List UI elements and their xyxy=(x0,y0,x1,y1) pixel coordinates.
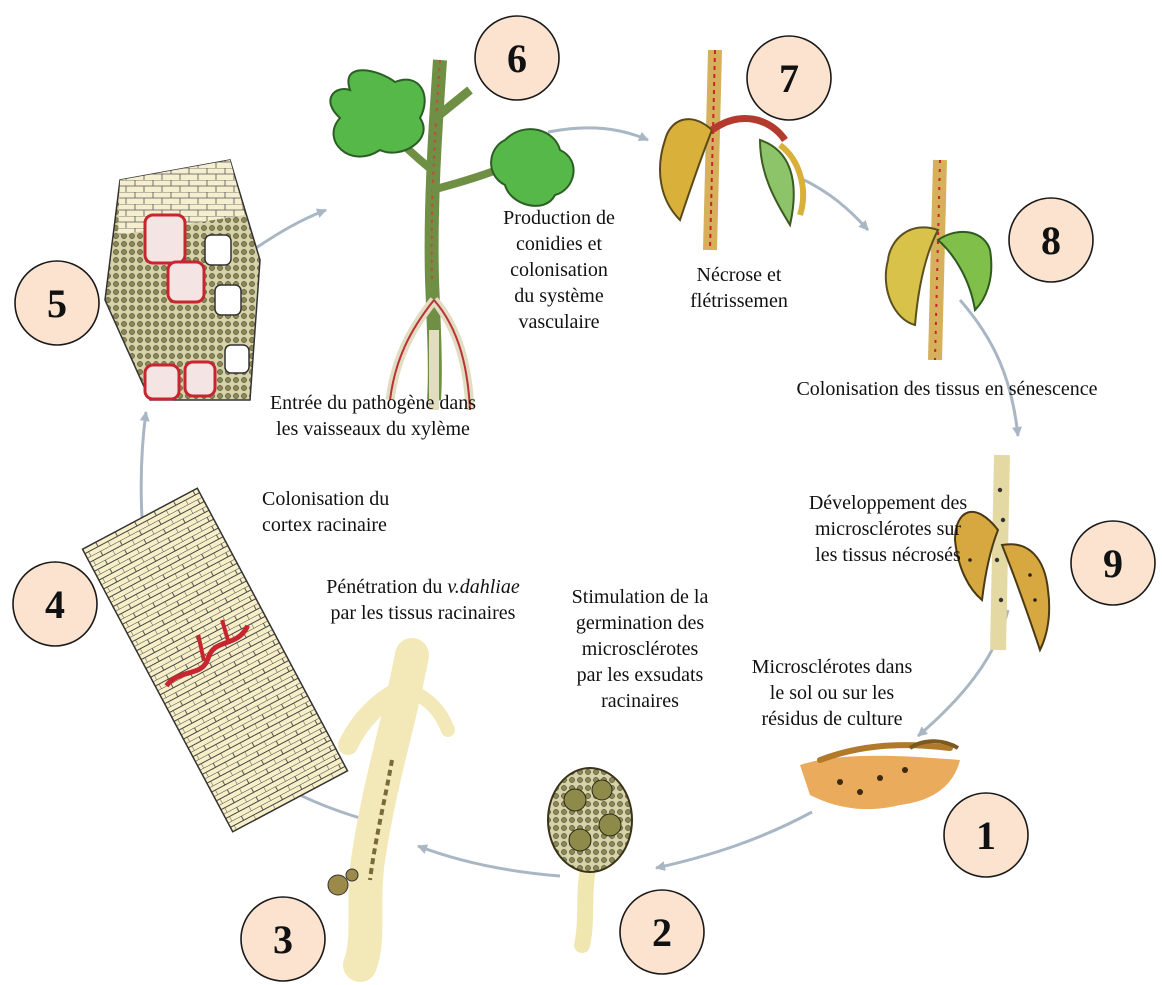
step-number-7: 7 xyxy=(747,36,831,120)
label-step-9: Développement des microsclérotes sur les… xyxy=(788,490,988,568)
stage-4-root-cortex xyxy=(82,488,347,832)
arrow-8-to-9 xyxy=(960,300,1018,436)
label-step-3-species: v.dahliae xyxy=(447,576,519,598)
label-step-6: Production de conidies et colonisation d… xyxy=(484,205,634,335)
step-number-2-text: 2 xyxy=(652,910,672,955)
step-number-4-text: 4 xyxy=(45,582,65,627)
stage-2-microsclerotium xyxy=(548,768,632,945)
step-number-8-text: 8 xyxy=(1041,218,1061,263)
step-number-1-text: 1 xyxy=(976,813,996,858)
step-number-3-text: 3 xyxy=(273,917,293,962)
step-number-4: 4 xyxy=(13,562,97,646)
step-number-3: 3 xyxy=(241,897,325,981)
step-number-9: 9 xyxy=(1071,521,1155,605)
label-step-7: Nécrose et flétrissemen xyxy=(664,262,814,314)
label-step-4: Colonisation du cortex racinaire xyxy=(262,486,452,538)
arrow-7-to-8 xyxy=(800,178,868,230)
label-step-8: Colonisation des tissus en sénescence xyxy=(742,376,1152,402)
stage-3-root-penetration xyxy=(328,655,448,965)
step-number-1: 1 xyxy=(944,793,1028,877)
stage-1-soil-residues xyxy=(800,741,960,809)
step-number-5: 5 xyxy=(15,261,99,345)
step-number-8: 8 xyxy=(1009,198,1093,282)
arrow-6-to-7 xyxy=(548,128,648,140)
label-step-3: Pénétration du v.dahliae par les tissus … xyxy=(288,574,558,626)
arrow-5-to-6 xyxy=(256,210,326,248)
step-number-5-text: 5 xyxy=(47,281,67,326)
label-step-3-part1: Pénétration du xyxy=(326,576,447,598)
step-number-6: 6 xyxy=(475,16,559,100)
label-step-1: Microsclérotes dans le sol ou sur les ré… xyxy=(722,654,942,732)
label-step-3-part2: par les tissus racinaires xyxy=(331,602,516,624)
stage-5-xylem-vessels xyxy=(105,160,260,400)
step-number-2: 2 xyxy=(620,890,704,974)
arrow-2-to-3 xyxy=(418,846,560,876)
label-step-2: Stimulation de la germination des micros… xyxy=(545,584,735,714)
label-step-5: Entrée du pathogène dans les vaisseaux d… xyxy=(238,390,508,442)
stage-8-senescent-plant xyxy=(886,160,992,360)
step-number-7-text: 7 xyxy=(779,56,799,101)
step-number-9-text: 9 xyxy=(1103,541,1123,586)
arrow-1-to-2 xyxy=(656,812,812,868)
step-number-6-text: 6 xyxy=(507,36,527,81)
